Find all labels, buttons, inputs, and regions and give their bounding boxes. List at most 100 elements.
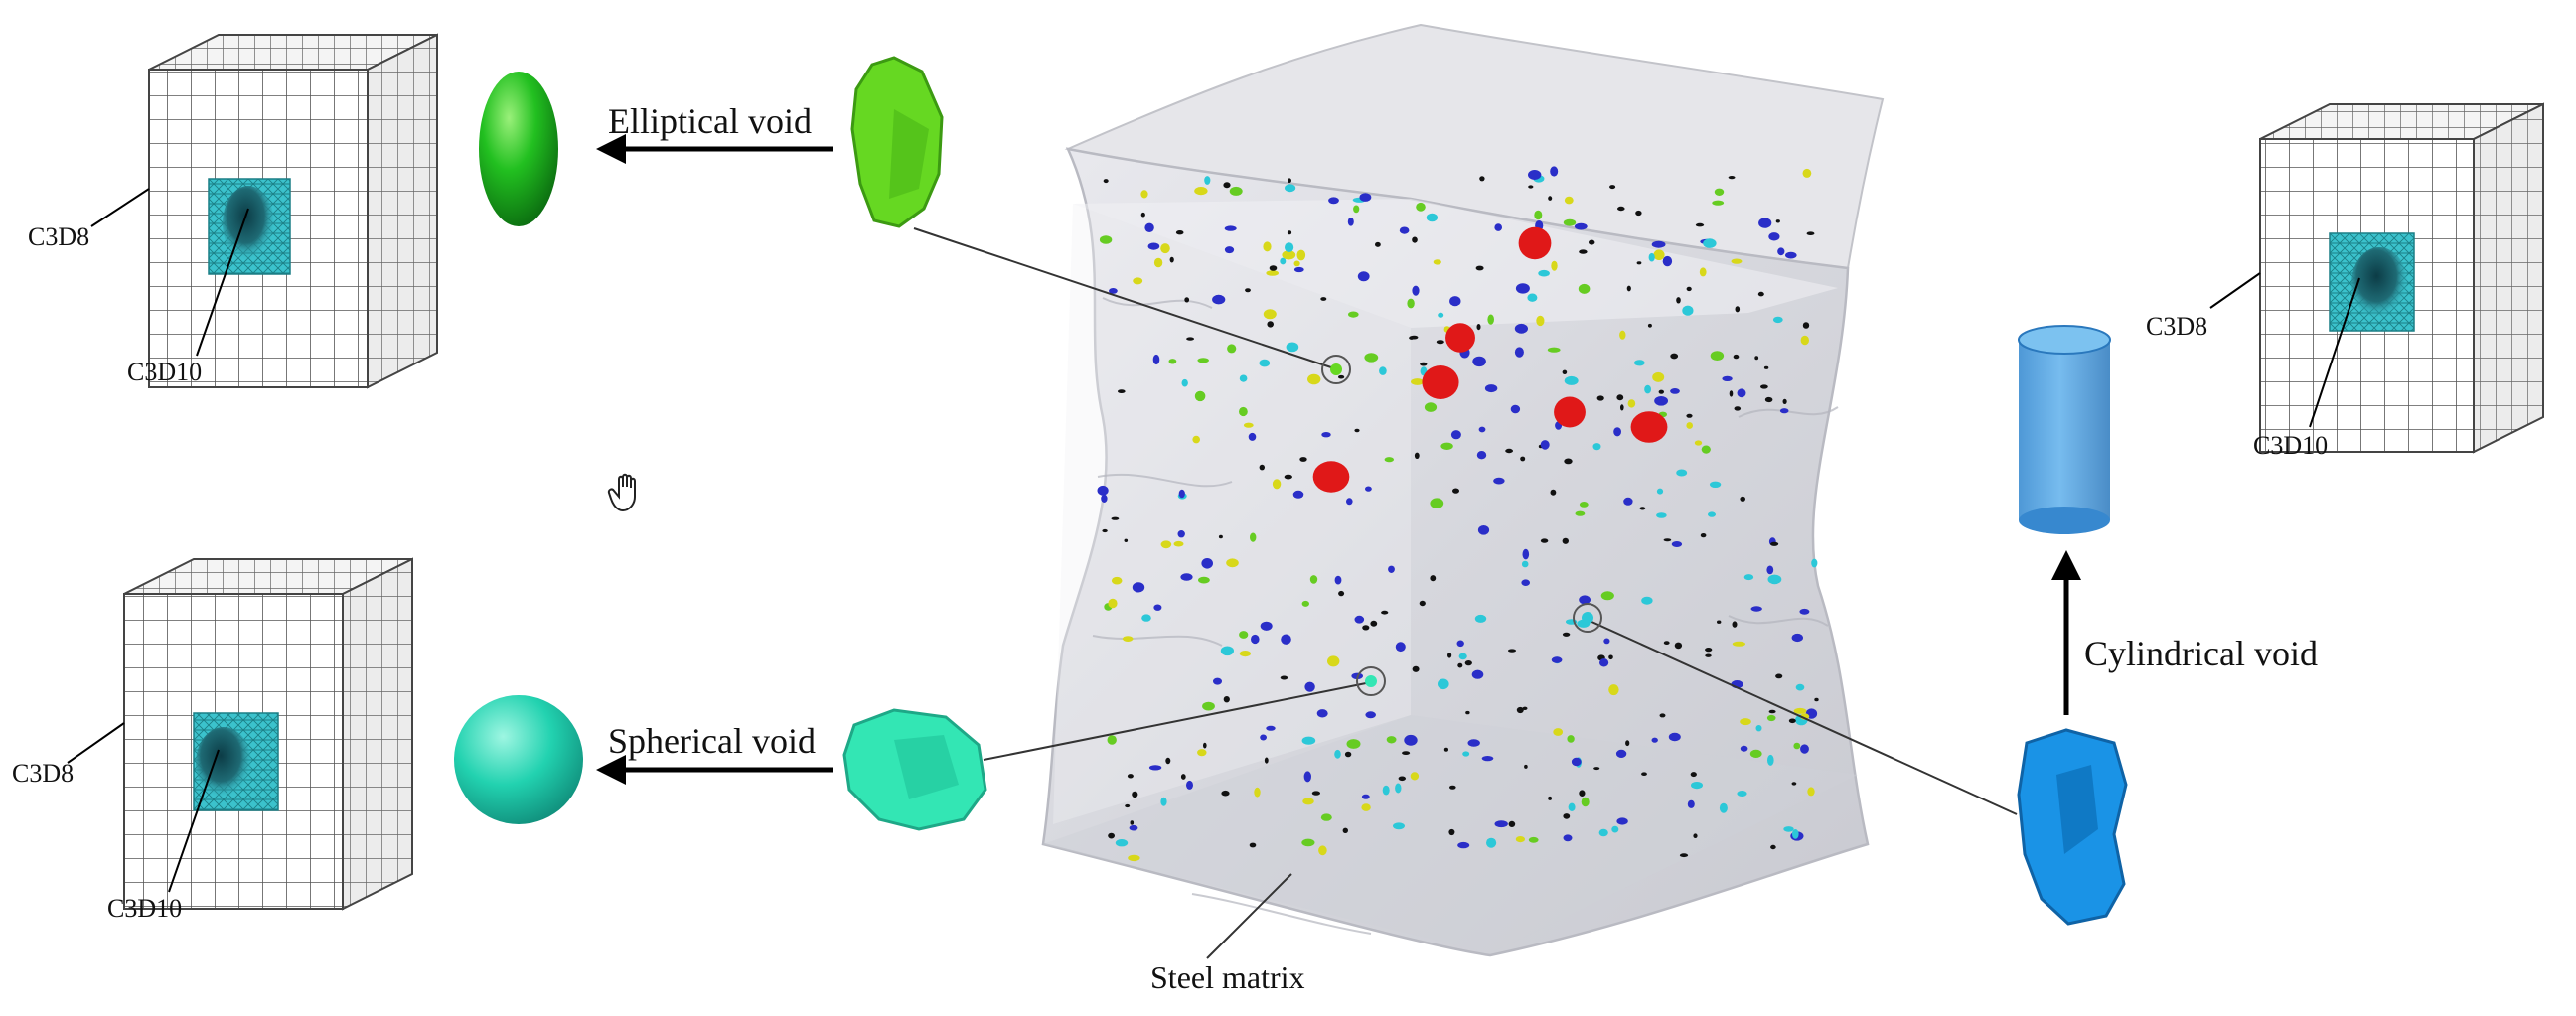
label-elliptical-void: Elliptical void: [608, 101, 812, 141]
void-defect: [1424, 402, 1438, 412]
void-defect: [1133, 277, 1143, 285]
void-defect: [1111, 516, 1120, 520]
void-defect: [1515, 836, 1525, 843]
void-defect: [1651, 240, 1666, 248]
void-defect: [1101, 494, 1108, 503]
void-defect: [1220, 646, 1234, 656]
void-defect: [1180, 573, 1193, 581]
void-defect: [1656, 488, 1664, 495]
void-defect-large: [1422, 365, 1459, 399]
void-defect: [1301, 838, 1315, 847]
void-defect: [1198, 576, 1210, 584]
void-defect: [1132, 791, 1138, 798]
void-defect: [1147, 242, 1160, 250]
void-defect: [1165, 757, 1171, 765]
void-defect: [1581, 797, 1590, 807]
void-defect: [1676, 469, 1688, 477]
void-defect: [1281, 634, 1291, 645]
void-defect: [1782, 398, 1787, 404]
void-defect: [1679, 853, 1689, 858]
void-defect: [1755, 725, 1762, 732]
void-defect: [1361, 803, 1371, 811]
marker-elliptical: [1321, 355, 1351, 384]
void-defect: [1693, 833, 1698, 838]
void-defect: [1651, 737, 1658, 743]
void-defect: [1223, 696, 1230, 703]
void-defect: [1562, 632, 1571, 637]
void-defect: [1625, 740, 1630, 747]
void-defect: [1395, 783, 1402, 794]
label-steel-matrix: Steel matrix: [1150, 959, 1305, 995]
void-defect: [1641, 772, 1647, 776]
void-defect: [1458, 653, 1467, 660]
void-defect: [1213, 677, 1222, 685]
void-defect: [1464, 660, 1472, 666]
void-defect: [1296, 249, 1306, 261]
void-defect: [1284, 474, 1292, 480]
label-c3d10-bottom-left: C3D10: [107, 894, 183, 923]
void-defect: [1740, 745, 1748, 752]
void-defect-large: [1554, 396, 1586, 428]
void-defect: [1153, 604, 1162, 611]
void-defect: [1224, 225, 1237, 231]
void-defect-large: [1312, 461, 1350, 493]
void-defect: [1248, 432, 1257, 441]
void-defect: [1508, 649, 1516, 653]
void-defect: [1239, 631, 1249, 639]
void-defect: [1626, 285, 1631, 292]
void-defect: [1633, 360, 1645, 366]
void-defect: [1516, 706, 1524, 714]
void-defect: [1574, 222, 1588, 230]
void-defect: [1700, 533, 1707, 538]
void-defect: [1430, 498, 1444, 508]
void-defect: [1285, 242, 1294, 253]
void-defect: [1280, 675, 1288, 680]
void-defect: [1286, 342, 1299, 353]
void-defect: [1510, 404, 1521, 414]
void-defect: [1384, 457, 1395, 463]
void-defect: [1344, 751, 1352, 758]
void-defect: [1598, 828, 1608, 837]
void-defect: [1627, 399, 1636, 408]
void-defect: [1731, 258, 1743, 264]
void-defect: [1686, 286, 1692, 292]
void-defect: [1462, 751, 1470, 757]
void-defect: [1514, 347, 1524, 358]
void-defect: [1505, 448, 1513, 454]
void-defect: [1770, 541, 1779, 546]
void-defect: [1616, 394, 1624, 401]
void-defect: [1551, 260, 1558, 271]
void-defect: [1153, 257, 1163, 268]
void-defect: [1194, 390, 1206, 402]
void-defect: [1111, 576, 1123, 585]
void-defect: [1793, 742, 1801, 750]
void-defect: [1732, 641, 1745, 647]
void-defect: [1379, 366, 1387, 375]
void-defect: [1690, 772, 1697, 778]
void-defect: [1734, 406, 1742, 411]
void-defect: [1450, 430, 1461, 440]
void-defect: [1475, 265, 1484, 271]
void-defect: [1285, 184, 1296, 193]
void-defect: [1547, 347, 1561, 353]
void-defect: [1465, 710, 1470, 715]
void-defect: [1177, 530, 1185, 538]
void-defect: [1456, 640, 1464, 648]
void-defect: [1404, 734, 1418, 746]
void-defect: [1722, 375, 1733, 381]
void-defect: [1365, 486, 1372, 492]
void-defect: [1260, 734, 1267, 741]
void-defect: [1800, 335, 1810, 346]
void-defect: [1487, 314, 1494, 325]
void-defect: [1538, 269, 1550, 277]
void-defect: [1735, 306, 1741, 313]
void-defect: [1203, 742, 1207, 749]
void-defect: [1520, 456, 1526, 462]
void-defect: [1407, 298, 1415, 309]
void-defect: [1144, 222, 1154, 232]
void-defect: [1124, 538, 1129, 542]
cylindrical-void-shape: [2018, 325, 2111, 534]
void-defect: [1416, 202, 1426, 212]
void-defect: [1564, 375, 1579, 385]
